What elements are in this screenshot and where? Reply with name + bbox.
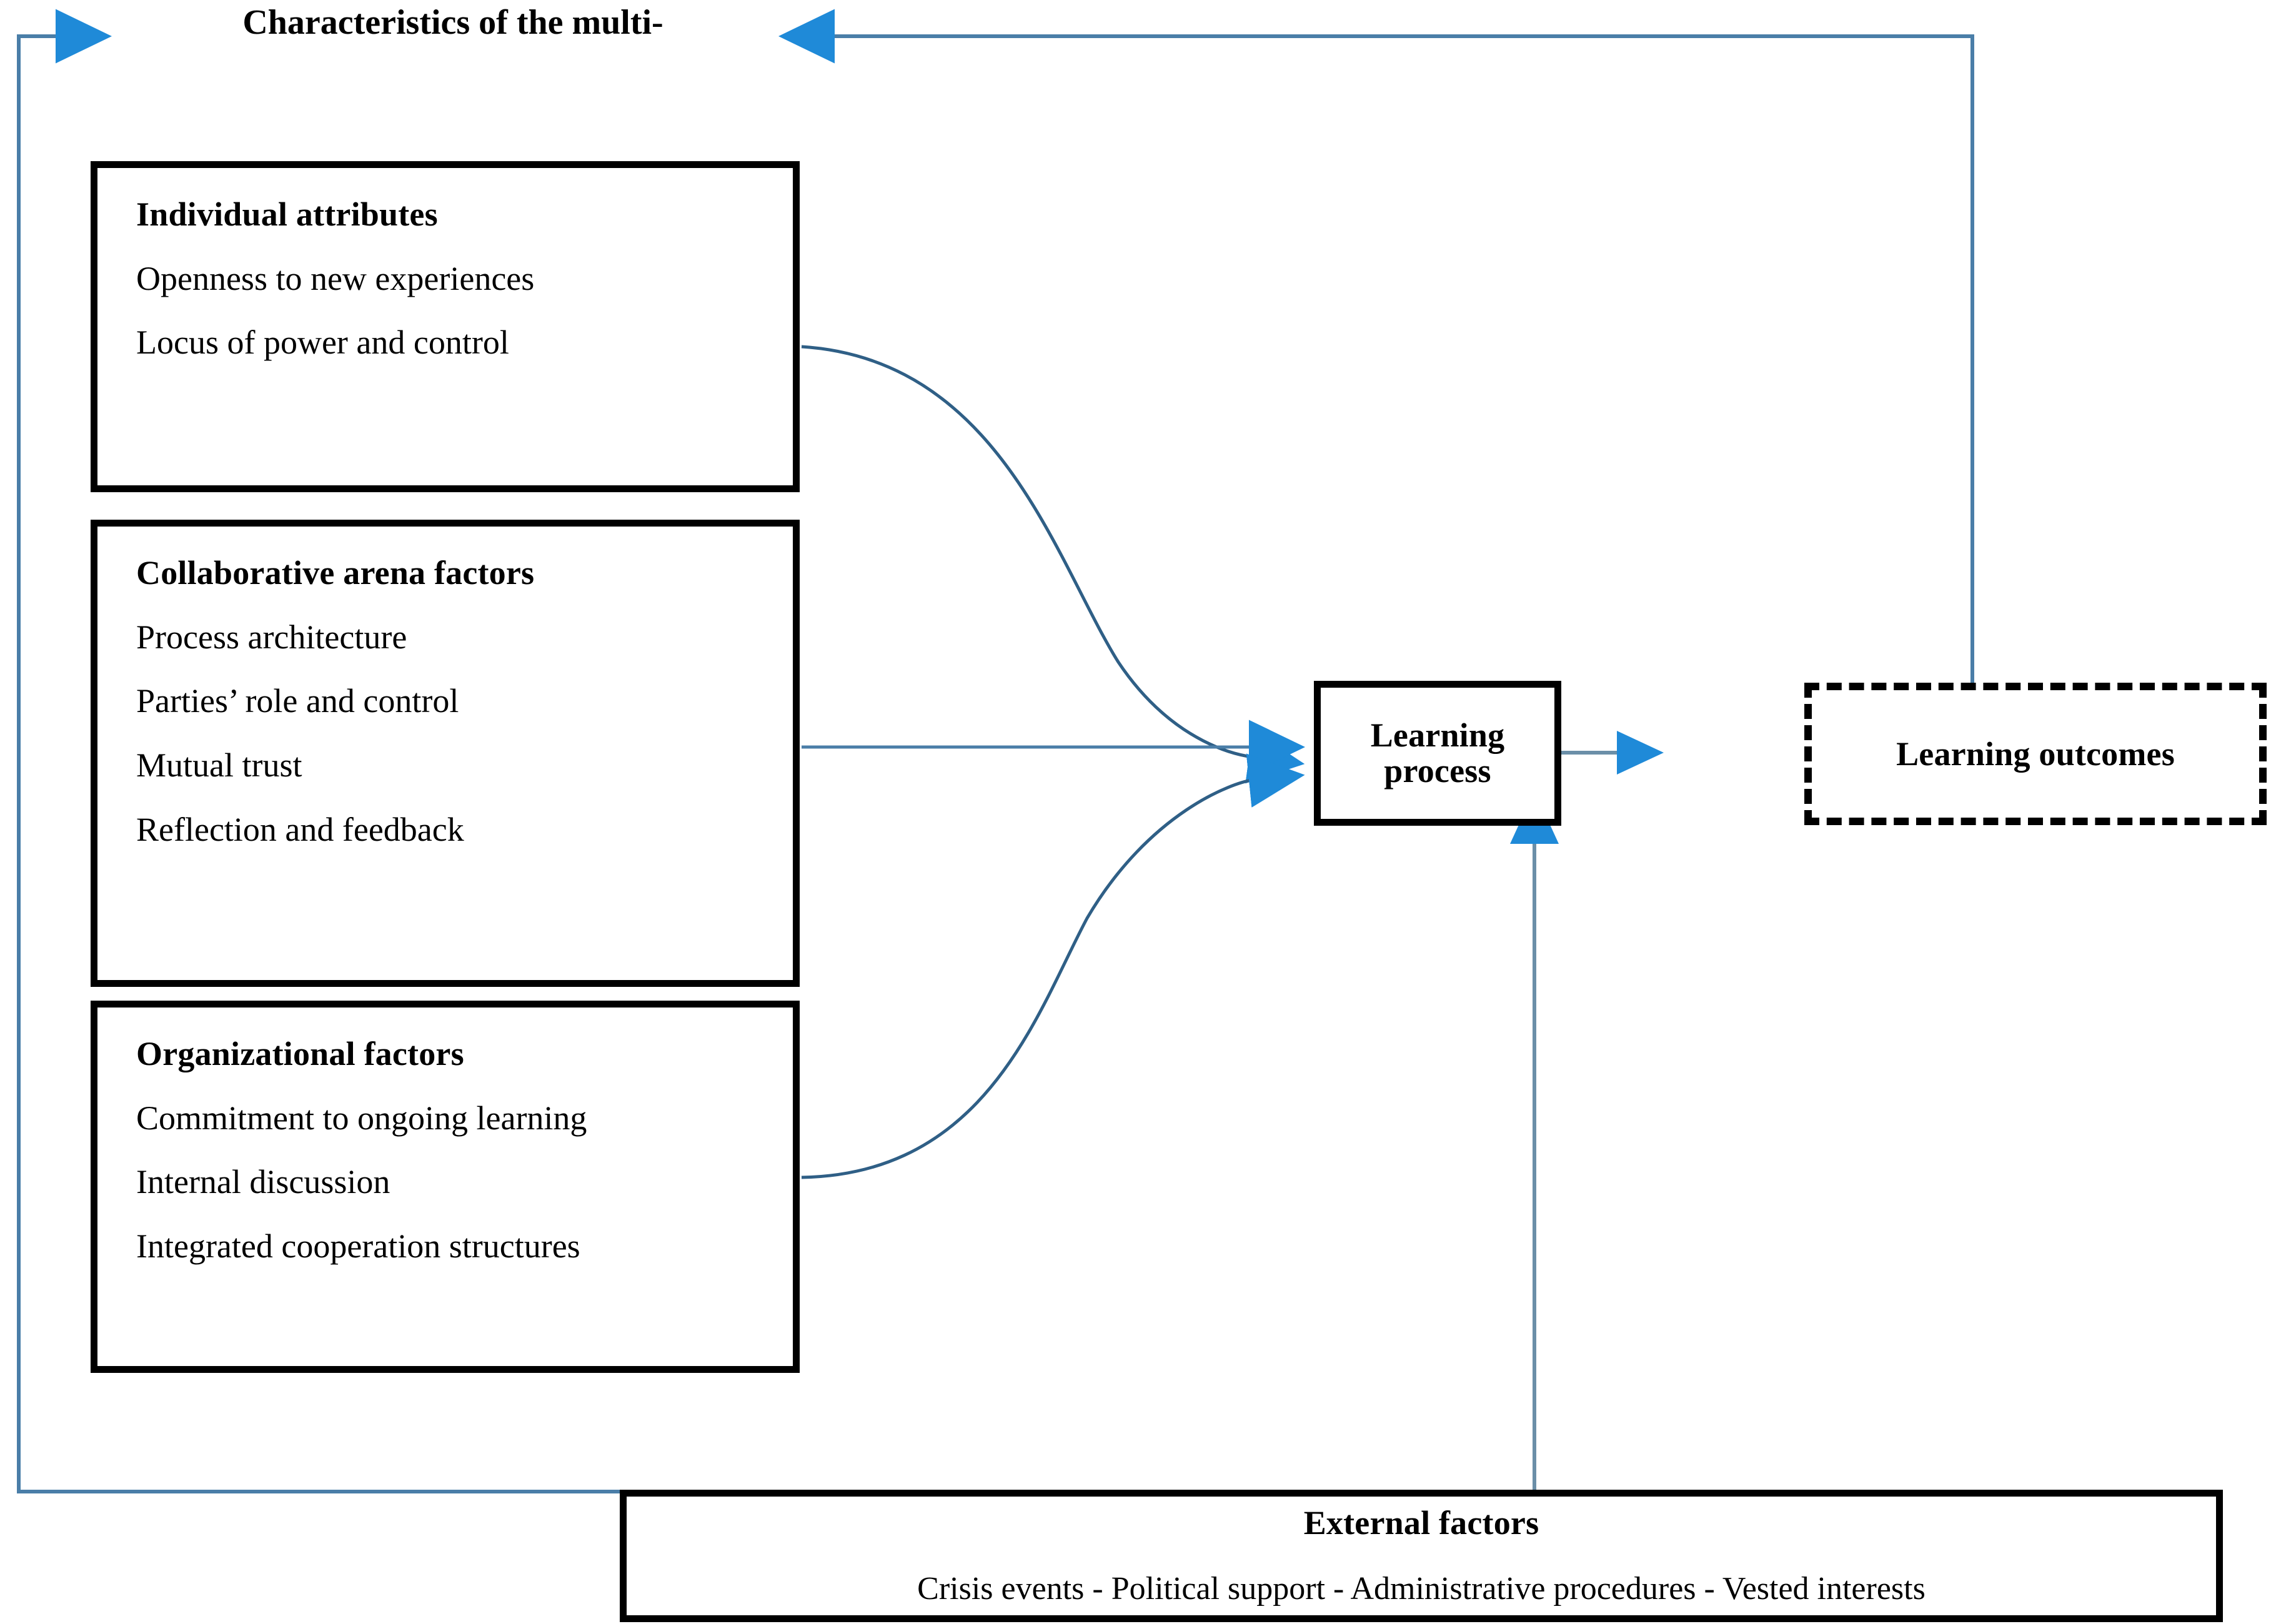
learning-process-label: Learning process bbox=[1370, 716, 1505, 790]
box-item: Mutual trust bbox=[136, 746, 302, 785]
external-factors-title: External factors bbox=[1303, 1504, 1539, 1542]
box-title: Individual attributes bbox=[136, 196, 438, 233]
feedback-loop-right bbox=[778, 9, 1974, 684]
box-title: Organizational factors bbox=[136, 1035, 464, 1072]
learning-outcomes-label: Learning outcomes bbox=[1896, 735, 2175, 773]
box-item: Process architecture bbox=[136, 618, 407, 656]
box-external-factors: External factors Crisis events - Politic… bbox=[620, 1490, 2223, 1622]
page-title: Characteristics of the multi- bbox=[242, 3, 663, 42]
box-item: Commitment to ongoing learning bbox=[136, 1099, 587, 1137]
box-learning-outcomes: Learning outcomes bbox=[1804, 683, 2267, 825]
box-item: Integrated cooperation structures bbox=[136, 1227, 580, 1265]
box-title: Collaborative arena factors bbox=[136, 554, 535, 592]
box-item: Internal discussion bbox=[136, 1163, 390, 1201]
box-individual-attributes: Individual attributes Openness to new ex… bbox=[91, 161, 800, 492]
box-item: Parties’ role and control bbox=[136, 682, 459, 720]
box-item: Reflection and feedback bbox=[136, 810, 464, 848]
connector-individual-to-process bbox=[801, 345, 1305, 784]
connector-organizational-to-process bbox=[801, 753, 1305, 1179]
external-factors-items: Crisis events - Political support - Admi… bbox=[917, 1571, 1926, 1607]
box-learning-process: Learning process bbox=[1314, 681, 1561, 826]
box-item: Locus of power and control bbox=[136, 324, 509, 362]
box-organizational-factors: Organizational factors Commitment to ong… bbox=[91, 1001, 800, 1373]
box-collaborative-arena-factors: Collaborative arena factors Process arch… bbox=[91, 520, 800, 987]
box-item: Openness to new experiences bbox=[136, 259, 535, 297]
